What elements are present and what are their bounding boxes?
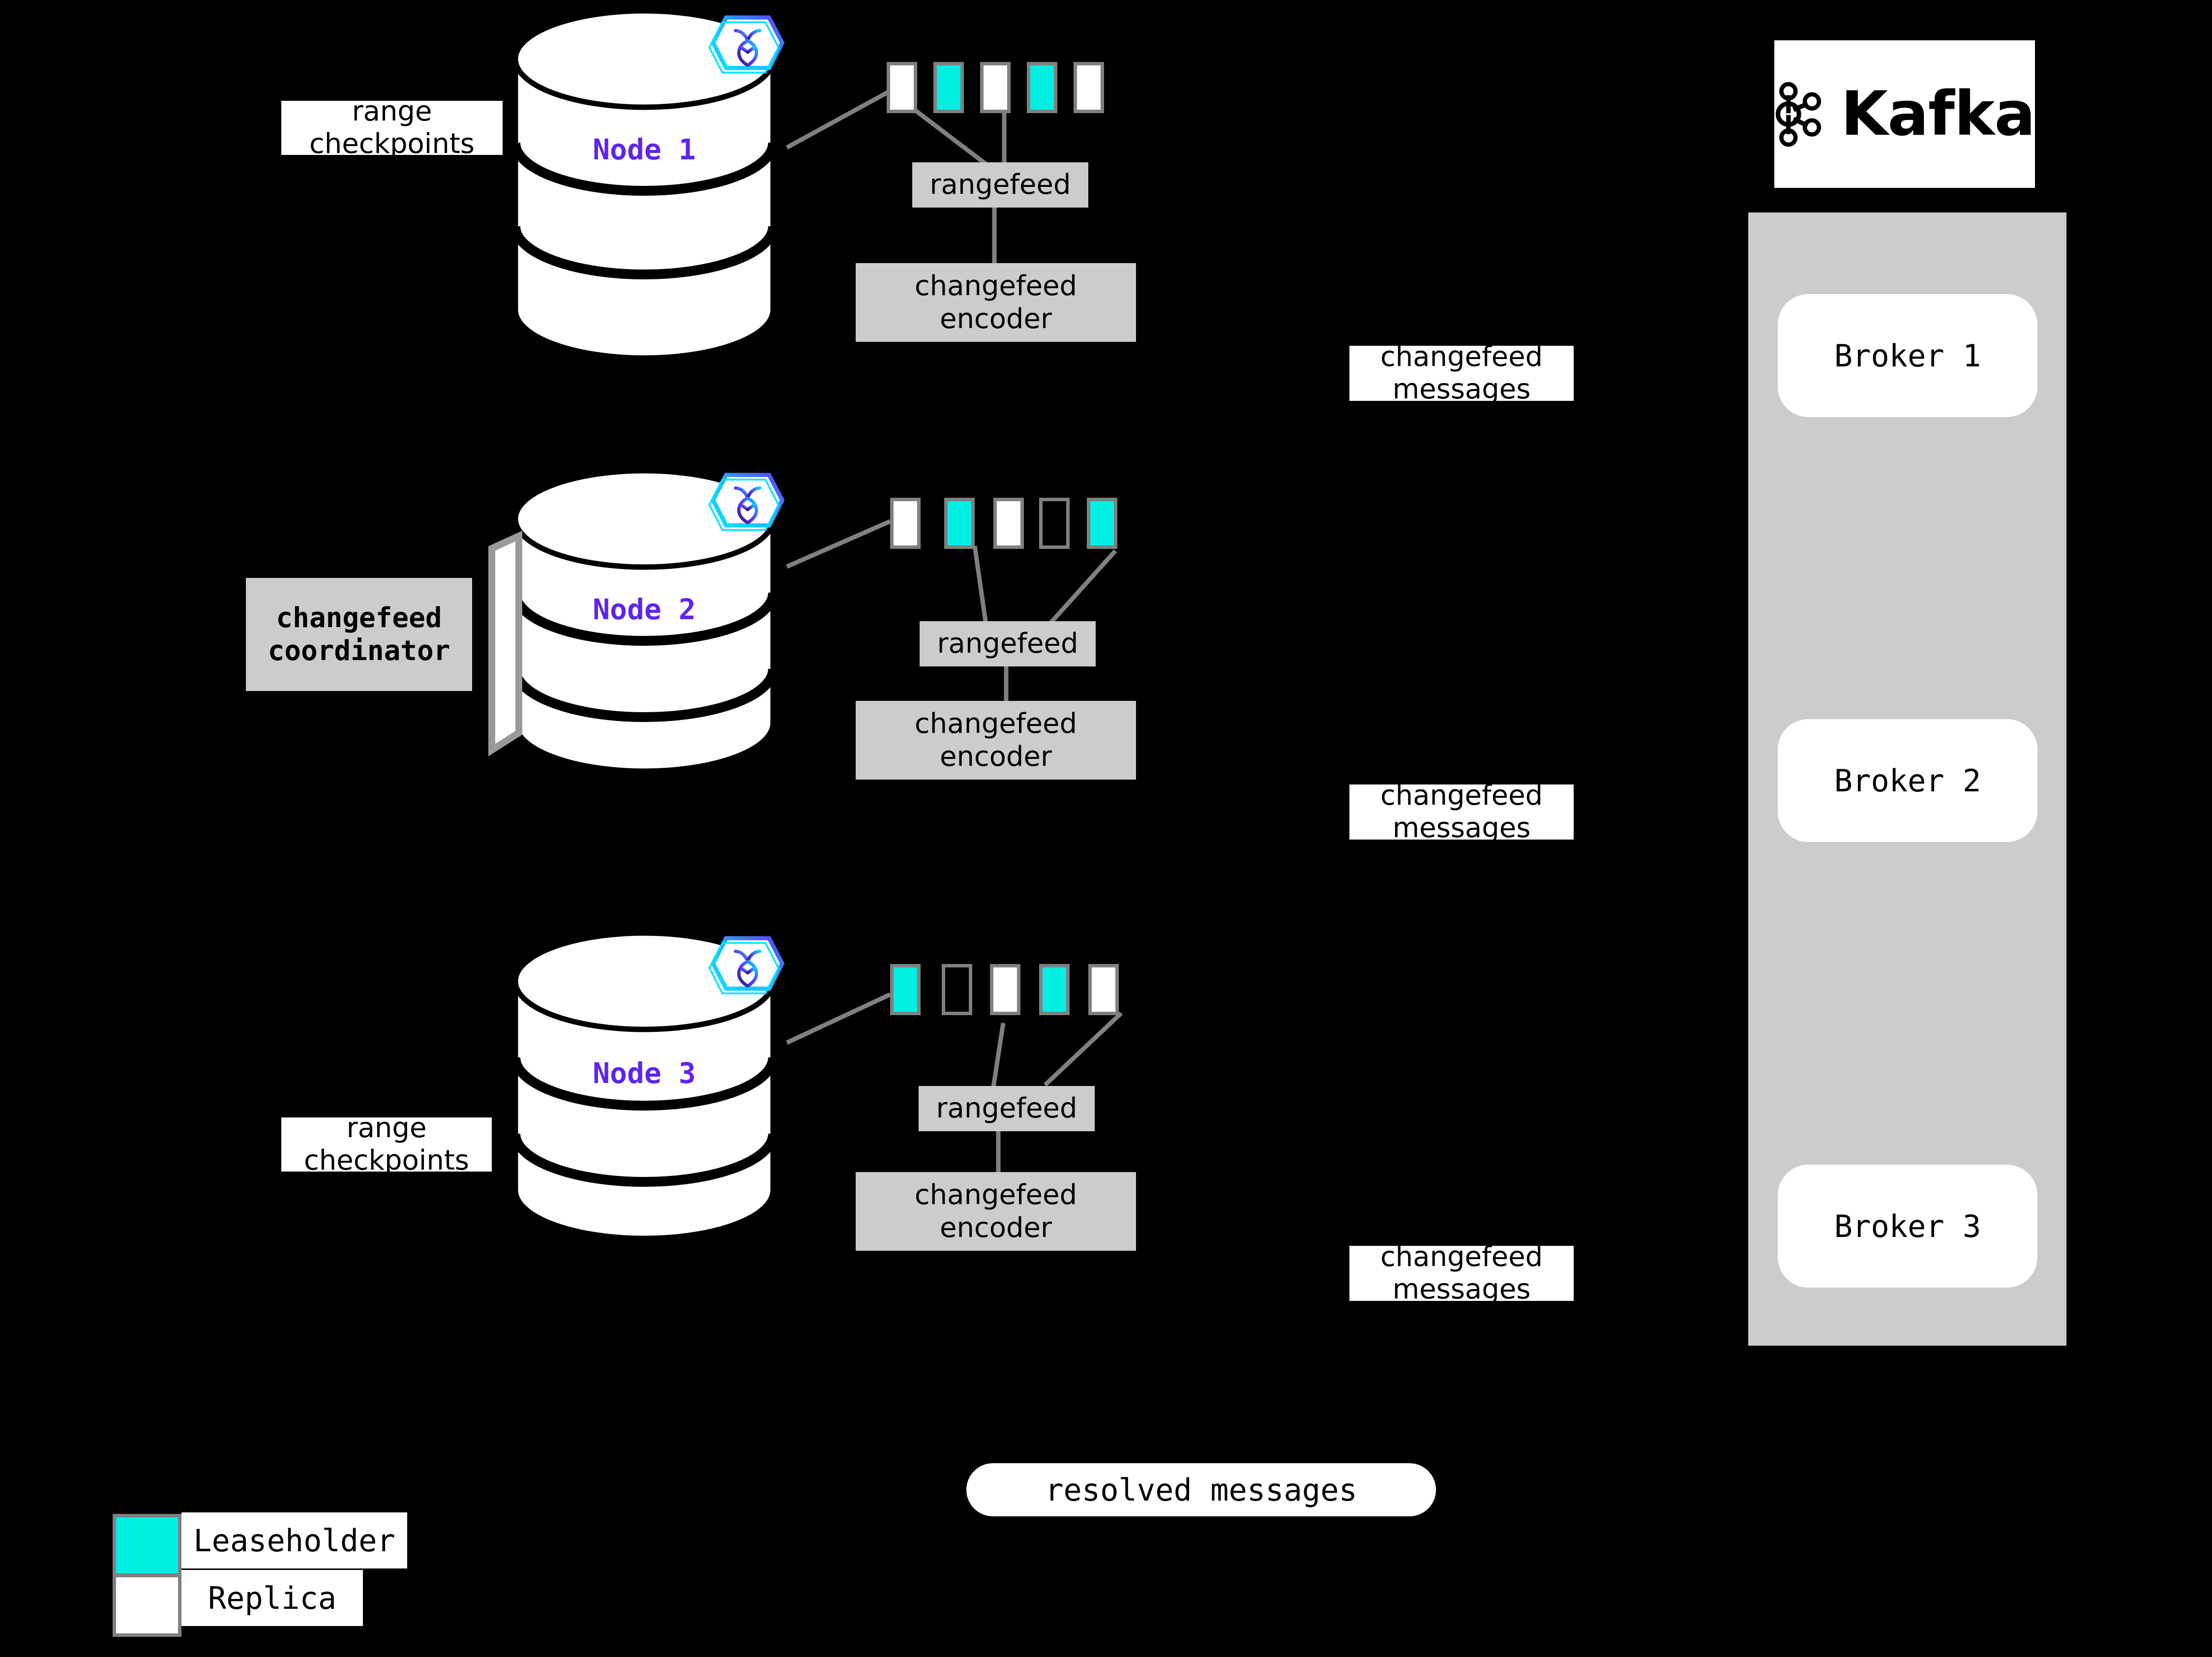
node-1-range-1[interactable] (887, 62, 917, 113)
changefeed-messages-label-2: changefeed messages (1349, 784, 1574, 840)
rangefeed-label: rangefeed (929, 169, 1071, 201)
encoder-line2: encoder (939, 1212, 1052, 1244)
changefeed-messages-line1: changefeed (1380, 1246, 1543, 1273)
kafka-wordmark: Kafka (1841, 79, 2035, 150)
range-checkpoints-line1: range (346, 1117, 427, 1144)
range-checkpoints-line2: checkpoints (304, 1145, 469, 1172)
node-2-label: Node 2 (593, 593, 696, 626)
node-2-range-2[interactable] (944, 498, 975, 549)
node-1-connectors (785, 89, 1007, 268)
node-1-range-3[interactable] (980, 62, 1011, 113)
node-2-rangefeed-box[interactable]: rangefeed (920, 621, 1096, 666)
rangefeed-label: rangefeed (937, 628, 1078, 660)
node-1-range-4[interactable] (1027, 62, 1057, 113)
node-1-rangefeed-box[interactable]: rangefeed (912, 162, 1088, 208)
encoder-line1: changefeed (914, 1178, 1077, 1211)
legend-label-replica: Replica (181, 1570, 363, 1626)
changefeed-messages-line2: messages (1392, 812, 1531, 840)
legend-swatch-leaseholder (113, 1514, 181, 1577)
legend-label-leaseholder: Leaseholder (181, 1512, 407, 1568)
node-3-cylinder (510, 930, 778, 1241)
node-3-range-3[interactable] (990, 964, 1020, 1015)
node-3-connectors (786, 992, 1123, 1175)
cockroachdb-hexagon-icon (708, 936, 785, 994)
changefeed-messages-line2: messages (1392, 1273, 1531, 1301)
node-1-range-checkpoints-label: range checkpoints (281, 101, 503, 155)
node-2-range-3[interactable] (993, 498, 1024, 549)
node-3-range-1[interactable] (890, 964, 921, 1015)
node-2-changefeed-encoder-box[interactable]: changefeed encoder (856, 701, 1136, 780)
changefeed-messages-label-3: changefeed messages (1349, 1246, 1574, 1301)
changefeed-messages-line2: messages (1392, 373, 1531, 401)
node-2-connectors (786, 519, 1117, 703)
changefeed-coordinator-arrow (488, 531, 522, 756)
cockroachdb-hexagon-icon (708, 15, 785, 74)
node-1-changefeed-encoder-box[interactable]: changefeed encoder (856, 263, 1136, 342)
node-3-range-4[interactable] (1039, 964, 1070, 1015)
broker-3[interactable]: Broker 3 (1778, 1165, 2037, 1288)
encoder-line2: encoder (939, 741, 1052, 773)
changefeed-coordinator-box[interactable]: changefeed coordinator (246, 578, 472, 691)
broker-1[interactable]: Broker 1 (1778, 294, 2037, 417)
cockroachdb-hexagon-icon (708, 473, 785, 531)
node-1-range-5[interactable] (1074, 62, 1104, 113)
kafka-nodes-icon (1775, 82, 1822, 147)
node-3-range-2[interactable] (942, 964, 972, 1015)
coordinator-line1: changefeed (276, 602, 442, 634)
encoder-line2: encoder (939, 303, 1052, 335)
node-1-cylinder (510, 8, 778, 361)
broker-2[interactable]: Broker 2 (1778, 719, 2037, 842)
range-checkpoints-line2: checkpoints (309, 128, 475, 155)
node-3-rangefeed-box[interactable]: rangefeed (919, 1086, 1095, 1131)
node-1-label: Node 1 (593, 133, 696, 166)
encoder-line1: changefeed (914, 270, 1077, 302)
changefeed-messages-line1: changefeed (1380, 784, 1543, 812)
coordinator-line2: coordinator (268, 635, 450, 667)
node-3-label: Node 3 (593, 1056, 696, 1090)
legend-swatch-replica (113, 1574, 181, 1637)
resolved-messages-pill[interactable]: resolved messages (966, 1463, 1436, 1516)
encoder-line1: changefeed (914, 707, 1077, 740)
changefeed-messages-label-1: changefeed messages (1349, 346, 1574, 401)
node-2-range-1[interactable] (890, 498, 921, 549)
node-2-range-4[interactable] (1039, 498, 1070, 549)
node-3-changefeed-encoder-box[interactable]: changefeed encoder (856, 1172, 1136, 1251)
range-checkpoints-line1: range (352, 101, 432, 127)
changefeed-messages-line1: changefeed (1380, 346, 1543, 373)
node-3-range-5[interactable] (1088, 964, 1119, 1015)
rangefeed-label: rangefeed (936, 1092, 1077, 1125)
node-2-range-5[interactable] (1087, 498, 1117, 549)
node-3-range-checkpoints-label: range checkpoints (281, 1117, 492, 1172)
kafka-logo-card: Kafka (1774, 40, 2035, 188)
node-1-range-2[interactable] (933, 62, 964, 113)
